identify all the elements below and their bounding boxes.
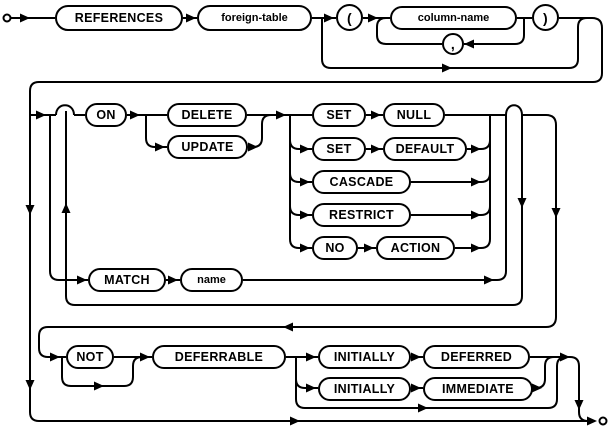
comma-loop-rail [376, 17, 525, 45]
arrowhead-icon [130, 110, 140, 120]
arrowhead-icon [276, 110, 286, 120]
arrowhead-icon [290, 416, 300, 426]
arrowhead-icon [300, 144, 310, 154]
arrowhead-icon [411, 352, 421, 362]
node-set-2: SET [312, 137, 366, 161]
arrowhead-icon [364, 243, 374, 253]
node-delete: DELETE [167, 103, 247, 127]
node-name: name [180, 268, 243, 292]
arrowhead-icon [36, 110, 46, 120]
arrowhead-icon [61, 203, 71, 213]
arrowhead-icon [283, 322, 293, 332]
node-comma: , [442, 33, 464, 55]
arrowhead-icon [248, 142, 258, 152]
end-terminal [598, 416, 608, 426]
node-initially-1: INITIALLY [318, 345, 411, 369]
arrowhead-icon [94, 381, 104, 391]
arrowhead-icon [371, 110, 381, 120]
arrowhead-icon [484, 275, 494, 285]
node-no: NO [312, 236, 358, 260]
arrowhead-icon [324, 13, 334, 23]
arrowhead-icon [551, 208, 561, 218]
arrowhead-icon [25, 380, 35, 390]
arrowhead-icon [471, 243, 481, 253]
node-foreign-table: foreign-table [197, 5, 312, 31]
arrowhead-icon [306, 383, 316, 393]
node-column-name: column-name [390, 6, 517, 30]
arrowhead-icon [50, 352, 60, 362]
arrowhead-icon [532, 383, 542, 393]
arrowhead-icon [168, 275, 178, 285]
arrowhead-icon [300, 177, 310, 187]
on-clause-rail [30, 104, 557, 358]
node-set-1: SET [312, 103, 366, 127]
arrowhead-icon [411, 383, 421, 393]
arrowhead-icon [471, 210, 481, 220]
arrowhead-icon [306, 352, 316, 362]
arrowhead-icon [471, 144, 481, 154]
arrowhead-icon [77, 275, 87, 285]
arrowhead-icon [517, 198, 527, 208]
arrowhead-icon [186, 13, 196, 23]
node-update: UPDATE [167, 135, 248, 159]
arrowhead-icon [471, 177, 481, 187]
arrowhead-icon [25, 205, 35, 215]
arrowhead-icon [418, 403, 428, 413]
arrowhead-icon [155, 142, 165, 152]
node-initially-2: INITIALLY [318, 377, 411, 401]
loop-return-rail [65, 111, 523, 306]
arrowhead-icon [300, 243, 310, 253]
node-deferrable: DEFERRABLE [152, 345, 286, 369]
node-immediate: IMMEDIATE [423, 377, 533, 401]
arrowhead-icon [300, 210, 310, 220]
arrowhead-icon [464, 39, 474, 49]
arrowhead-icon [442, 63, 452, 73]
node-default: DEFAULT [383, 137, 467, 161]
node-match: MATCH [88, 268, 166, 292]
arrowhead-icon [368, 13, 378, 23]
node-on: ON [85, 103, 127, 127]
arrowhead-icon [140, 352, 150, 362]
start-terminal [2, 13, 12, 23]
node-restrict: RESTRICT [312, 203, 411, 227]
arrowhead-icon [587, 416, 597, 426]
node-not: NOT [66, 345, 114, 369]
node-paren-open: ( [336, 4, 363, 31]
arrowhead-icon [20, 13, 30, 23]
column-list-bypass-rail [321, 17, 588, 69]
node-deferred: DEFERRED [423, 345, 530, 369]
node-paren-close: ) [532, 4, 559, 31]
arrowhead-icon [560, 352, 570, 362]
node-cascade: CASCADE [312, 170, 411, 194]
node-references: REFERENCES [55, 5, 183, 31]
node-null: NULL [383, 103, 445, 127]
arrowhead-icon [574, 400, 584, 410]
arrowheads [20, 13, 597, 426]
arrowhead-icon [371, 144, 381, 154]
node-action: ACTION [376, 236, 455, 260]
